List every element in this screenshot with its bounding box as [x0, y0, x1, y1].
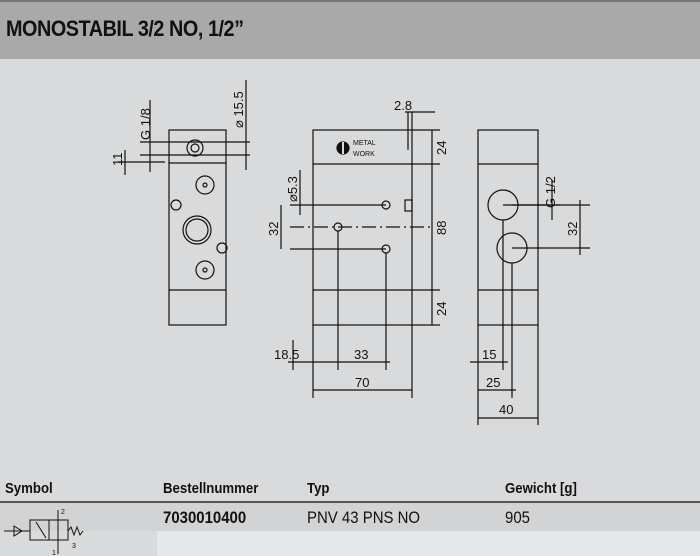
- order-number: 7030010400: [163, 508, 247, 527]
- header-symbol: Symbol: [5, 480, 53, 497]
- valve-symbol-icon: 2 1 3: [4, 509, 84, 556]
- table-empty-area: [157, 531, 700, 556]
- front-view: METAL WORK 2.8 24 88 24 ⌀5.3 32 18.5 33 …: [266, 98, 449, 398]
- dim-hole-5-3: ⌀5.3: [285, 176, 300, 202]
- port-1: 1: [52, 550, 56, 556]
- dim-2-8: 2.8: [394, 98, 412, 113]
- dim-thread-g18: G 1/8: [138, 108, 153, 140]
- type-value: PNV 43 PNS NO: [307, 508, 421, 527]
- page-title: MONOSTABIL 3/2 NO, 1/2”: [6, 16, 244, 41]
- dim-32-right: 32: [565, 222, 580, 236]
- dim-33: 33: [354, 347, 368, 362]
- header-type: Typ: [307, 480, 330, 497]
- dim-24-top: 24: [434, 141, 449, 155]
- side-view-left: G 1/8 11 ⌀ 15.5: [110, 80, 250, 326]
- dim-15: 15: [482, 347, 496, 362]
- header-order-number: Bestellnummer: [163, 480, 259, 497]
- dim-70: 70: [355, 375, 369, 390]
- dim-25: 25: [486, 375, 500, 390]
- table-row: [0, 503, 700, 531]
- side-view-right: G 1/2 32 15 25 40: [470, 129, 590, 425]
- technical-drawing: G 1/8 11 ⌀ 15.5 METAL WORK 2.8 24 88 24 …: [110, 80, 590, 425]
- dim-32: 32: [266, 222, 281, 236]
- dim-24-bottom: 24: [434, 302, 449, 316]
- dim-11: 11: [110, 153, 125, 167]
- dim-thread-g12: G 1/2: [543, 176, 558, 208]
- header-weight: Gewicht [g]: [505, 480, 577, 497]
- port-3: 3: [72, 543, 76, 550]
- header-divider: [0, 501, 700, 503]
- port-2: 2: [61, 509, 65, 516]
- title-bar: MONOSTABIL 3/2 NO, 1/2”: [0, 0, 700, 59]
- dim-88: 88: [434, 221, 449, 235]
- dim-18-5: 18.5: [274, 347, 299, 362]
- logo-work: WORK: [353, 151, 375, 158]
- weight-value: 905: [505, 508, 530, 527]
- dim-dia-15-5: ⌀ 15.5: [231, 91, 246, 128]
- logo-metal: METAL: [353, 140, 376, 147]
- dim-40: 40: [499, 402, 513, 417]
